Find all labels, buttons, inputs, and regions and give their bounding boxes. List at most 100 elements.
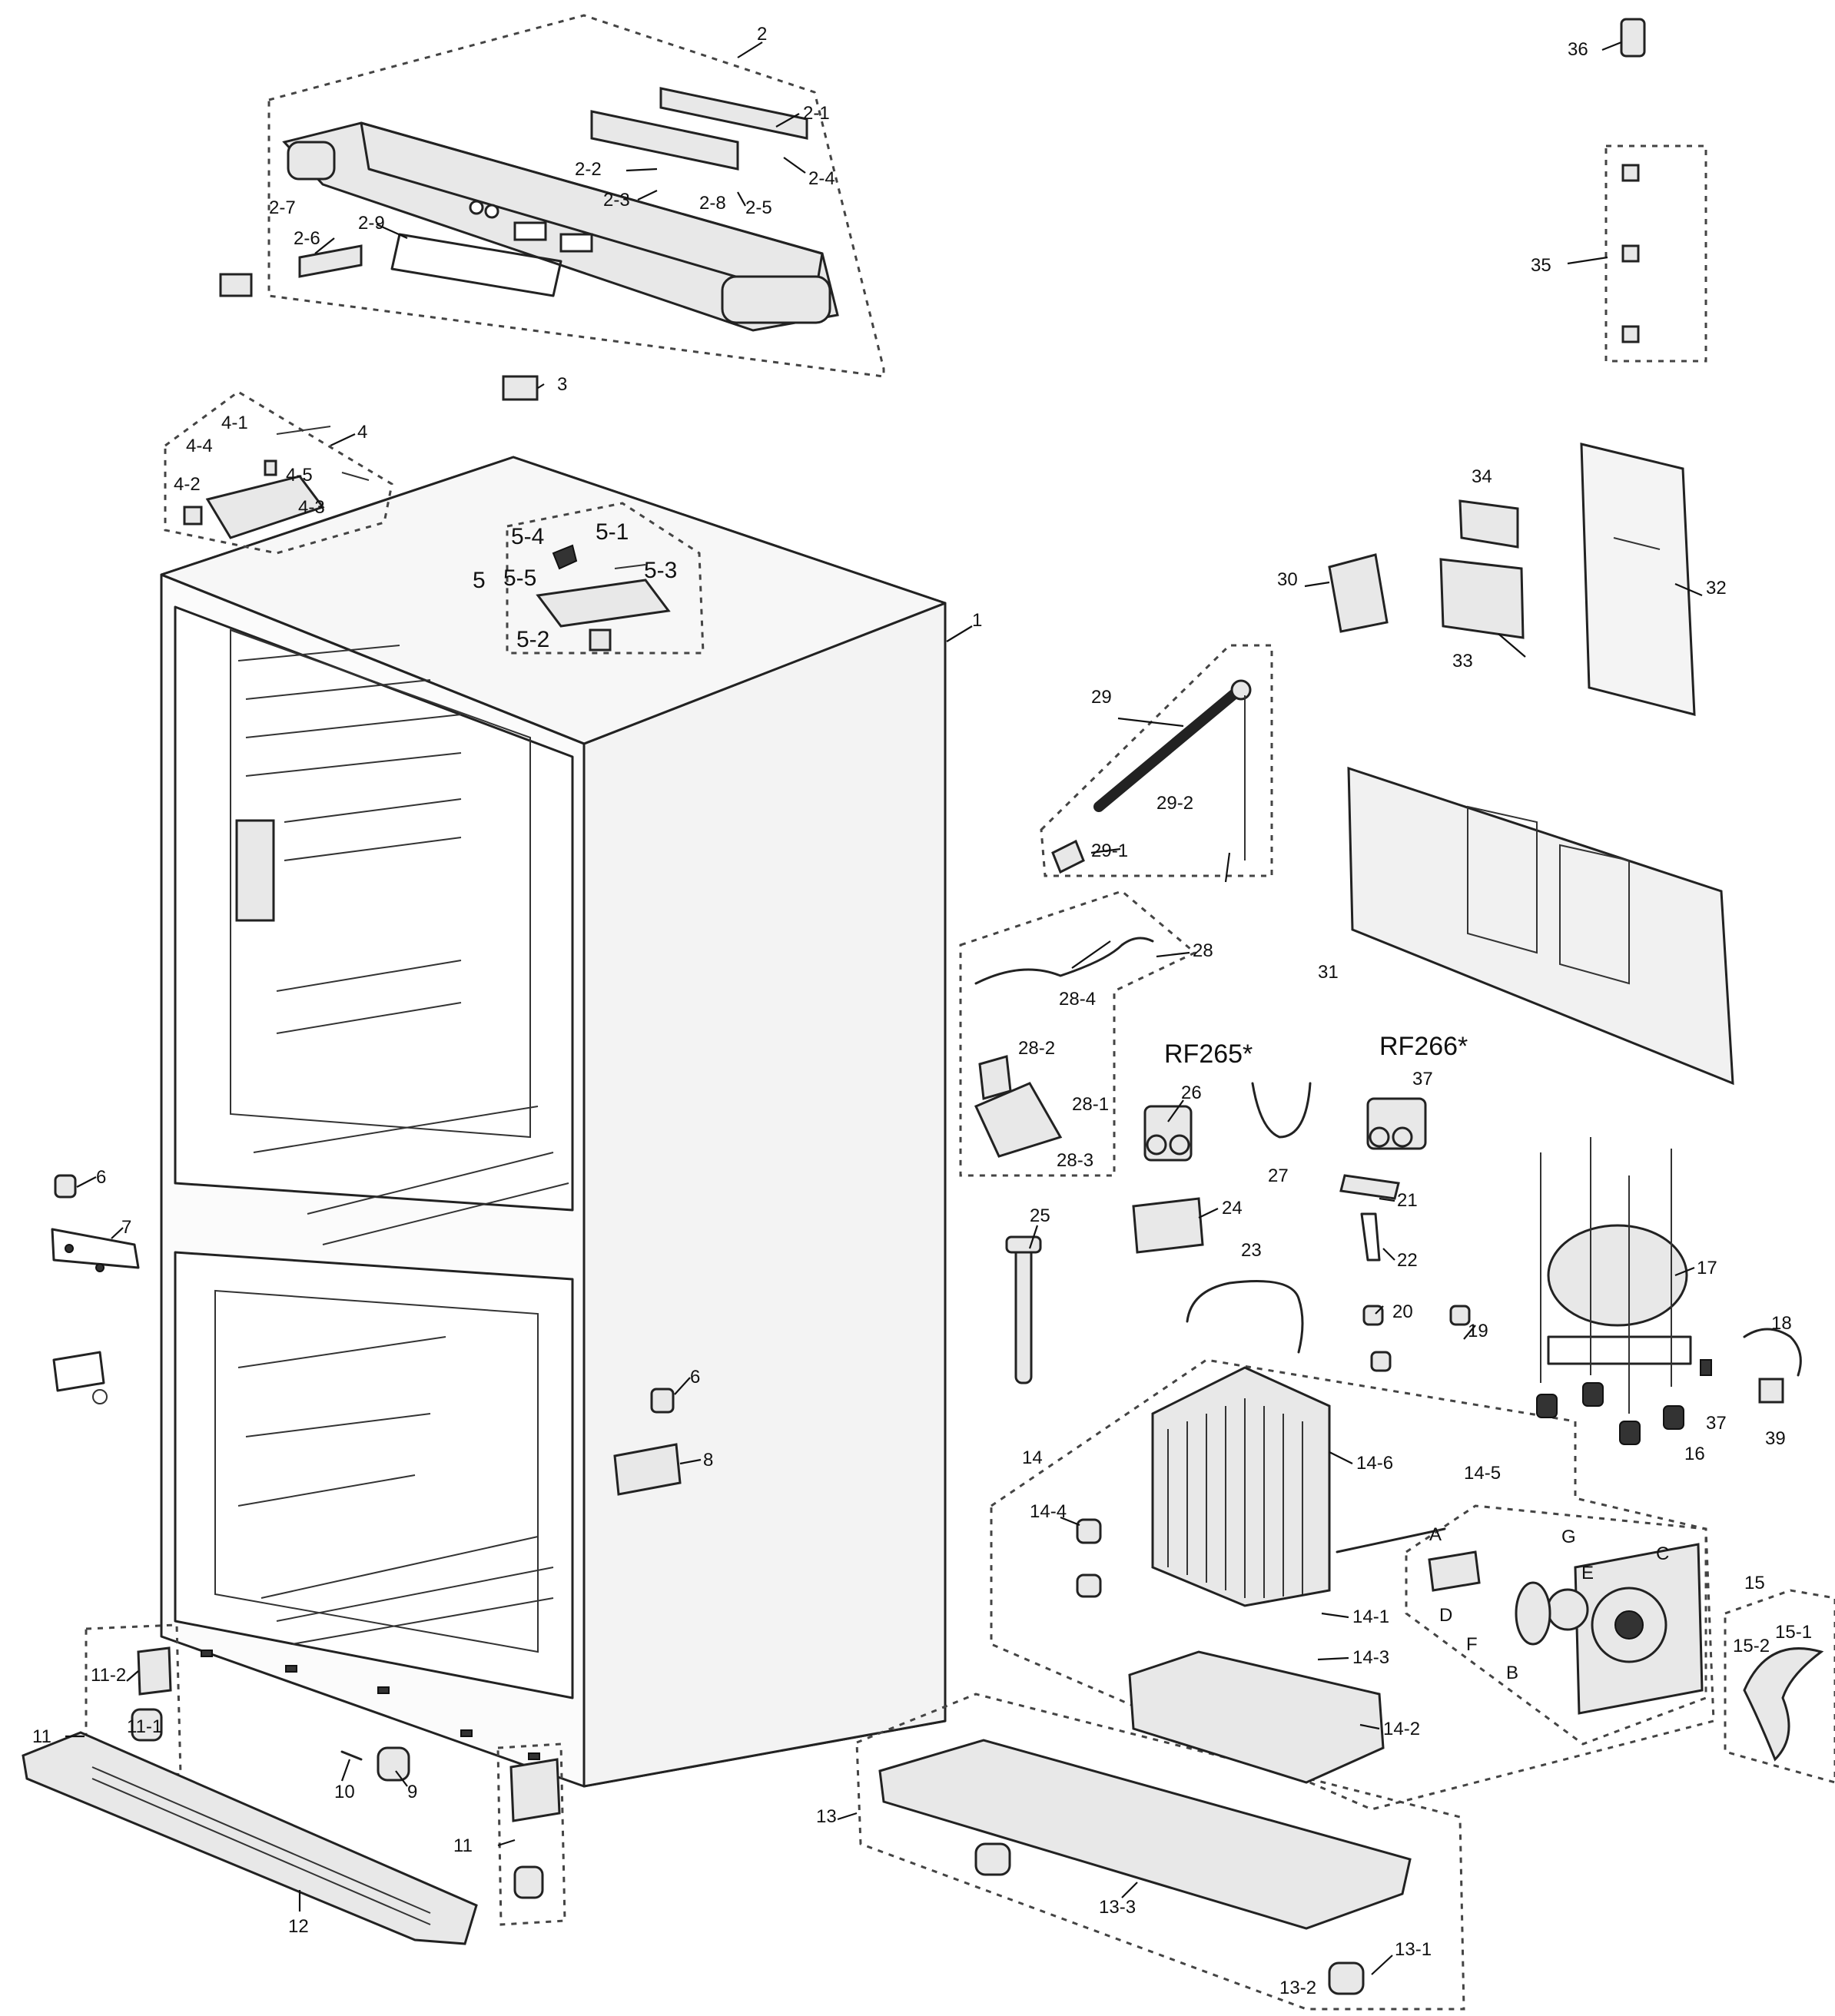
callout-G: G <box>1561 1527 1576 1547</box>
callout-26: 26 <box>1181 1083 1202 1103</box>
part-33-board <box>1439 558 1525 639</box>
part-19-cap <box>1449 1305 1471 1326</box>
callout-28-1: 28-1 <box>1072 1094 1109 1115</box>
part-29-tube <box>1051 679 1252 874</box>
part-loose-left-bracket <box>52 1351 108 1404</box>
callout-7: 7 <box>121 1217 131 1238</box>
callout-24: 24 <box>1222 1198 1243 1219</box>
callout-27: 27 <box>1268 1166 1289 1186</box>
part-22-bracket <box>1360 1212 1381 1262</box>
part-10-pin <box>340 1750 363 1761</box>
callout-2-4: 2-4 <box>808 168 835 189</box>
callout-14-6: 14-6 <box>1356 1453 1393 1474</box>
cabinet-body <box>160 456 947 1788</box>
callout-19: 19 <box>1468 1321 1488 1341</box>
callout-4-2: 4-2 <box>174 474 201 495</box>
model-label-rf266: RF266* <box>1379 1032 1468 1061</box>
part-37-clip <box>1700 1359 1712 1376</box>
callout-37-top: 37 <box>1412 1069 1433 1089</box>
part-14-2-drain-tray <box>1128 1650 1385 1784</box>
callout-2-8: 2-8 <box>699 193 726 214</box>
group-14-5-outline <box>1405 1504 1707 1746</box>
group-28-outline <box>959 890 1197 1177</box>
callout-5-5: 5-5 <box>503 565 536 591</box>
callout-E: E <box>1581 1563 1594 1583</box>
callout-21: 21 <box>1397 1190 1418 1211</box>
part-14-5-fan-motor <box>1428 1543 1704 1715</box>
callout-labels: 2 2-1 2-2 2-3 2-4 2-5 2-6 2-7 2-8 2-9 3 … <box>32 24 1812 1998</box>
part-32-cover <box>1580 443 1696 716</box>
callout-28: 28 <box>1193 940 1213 961</box>
callout-14-4: 14-4 <box>1030 1501 1067 1522</box>
part-17-compressor <box>1540 1137 1692 1414</box>
part-28-harness <box>974 937 1154 1158</box>
callout-37-bottom: 37 <box>1706 1413 1727 1434</box>
model-label-rf265: RF265* <box>1164 1040 1253 1069</box>
leader-lines <box>65 41 1703 1975</box>
callout-15-2: 15-2 <box>1733 1636 1770 1656</box>
callout-16: 16 <box>1684 1444 1705 1464</box>
part-15-fan-blade <box>1743 1647 1824 1762</box>
part-23-tube <box>1186 1280 1304 1354</box>
part-loose-cap-2 <box>1076 1573 1102 1598</box>
callout-14-5: 14-5 <box>1464 1463 1501 1484</box>
callout-F: F <box>1466 1634 1478 1655</box>
part-39-relay <box>1758 1378 1784 1404</box>
part-30-cover <box>1328 553 1389 633</box>
callout-8: 8 <box>703 1450 713 1471</box>
callout-30: 30 <box>1277 569 1298 590</box>
group-29-outline <box>1040 644 1273 877</box>
part-12-base-grille <box>22 1731 478 1945</box>
part-35-clips <box>1621 164 1640 343</box>
group-35-outline <box>1604 144 1707 363</box>
part-34-board <box>1458 499 1519 549</box>
callout-33: 33 <box>1452 651 1473 671</box>
callout-13: 13 <box>816 1806 837 1827</box>
callout-4-3: 4-3 <box>298 497 325 518</box>
callout-2: 2 <box>757 24 767 45</box>
callout-6-left: 6 <box>96 1167 106 1188</box>
callout-2-2: 2-2 <box>575 159 602 180</box>
part-3-cap <box>502 375 539 401</box>
part-5-hinge <box>536 544 671 652</box>
callout-32: 32 <box>1706 578 1727 598</box>
callout-13-2: 13-2 <box>1279 1978 1316 1998</box>
callout-4-5: 4-5 <box>286 465 313 486</box>
callout-15-1: 15-1 <box>1775 1622 1812 1643</box>
callout-36: 36 <box>1568 39 1588 60</box>
part-loose-cap <box>219 273 253 297</box>
callout-28-4: 28-4 <box>1059 989 1096 1010</box>
callout-13-1: 13-1 <box>1395 1939 1432 1960</box>
callout-5-2: 5-2 <box>516 627 549 652</box>
part-6-right-cap <box>650 1388 675 1414</box>
callout-25: 25 <box>1030 1205 1050 1226</box>
callout-22: 22 <box>1397 1250 1418 1271</box>
part-2-4-bracket <box>590 110 739 171</box>
callout-2-1: 2-1 <box>803 103 830 124</box>
callout-2-6: 2-6 <box>294 228 320 249</box>
part-24-connector <box>1132 1197 1204 1254</box>
part-9-caster <box>377 1746 410 1782</box>
callout-2-5: 2-5 <box>745 197 772 218</box>
part-2-control-bracket <box>282 121 839 332</box>
callout-14-2: 14-2 <box>1383 1719 1420 1739</box>
callout-D: D <box>1439 1605 1452 1626</box>
part-2-1-board <box>659 87 808 140</box>
callout-5-4: 5-4 <box>511 524 544 549</box>
callout-23: 23 <box>1241 1240 1262 1261</box>
callout-13-3: 13-3 <box>1099 1897 1136 1918</box>
callout-15: 15 <box>1744 1573 1765 1593</box>
callout-6-right: 6 <box>690 1367 700 1388</box>
part-26-water-valve <box>1143 1105 1193 1162</box>
callout-14-1: 14-1 <box>1352 1606 1389 1627</box>
callout-C: C <box>1656 1544 1669 1564</box>
part-14-4-cap <box>1076 1518 1102 1544</box>
callout-B: B <box>1506 1663 1518 1683</box>
callout-A: A <box>1429 1524 1442 1545</box>
callout-11-right: 11 <box>453 1835 473 1856</box>
part-loose-cap-3 <box>1370 1351 1392 1372</box>
callout-14-3: 14-3 <box>1352 1647 1389 1668</box>
part-11-right-roller <box>509 1758 561 1899</box>
part-18-harness <box>1743 1328 1802 1377</box>
